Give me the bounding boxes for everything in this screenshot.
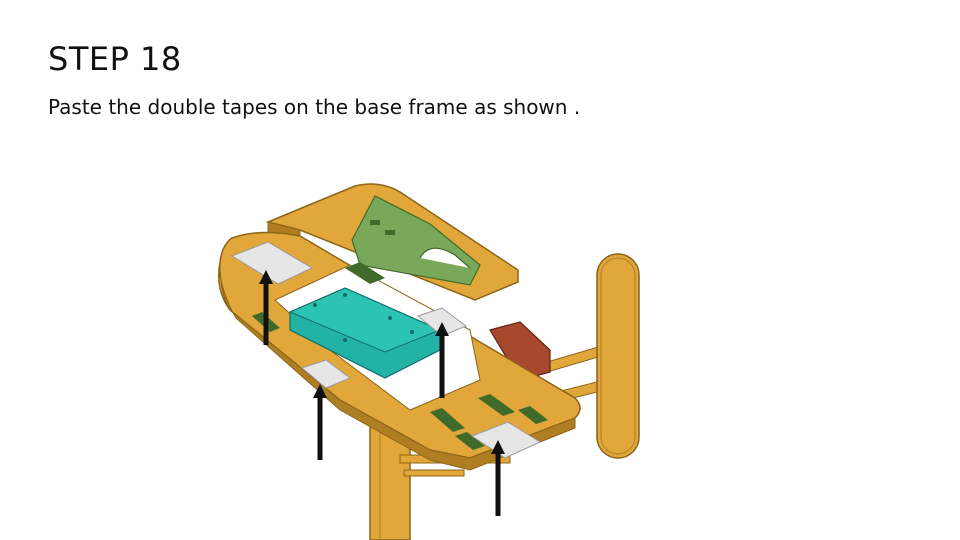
placement-arrows: [259, 270, 505, 516]
step-instruction: Paste the double tapes on the base frame…: [48, 95, 581, 119]
step-title: STEP 18: [48, 40, 182, 78]
side-paddle: [596, 253, 640, 459]
